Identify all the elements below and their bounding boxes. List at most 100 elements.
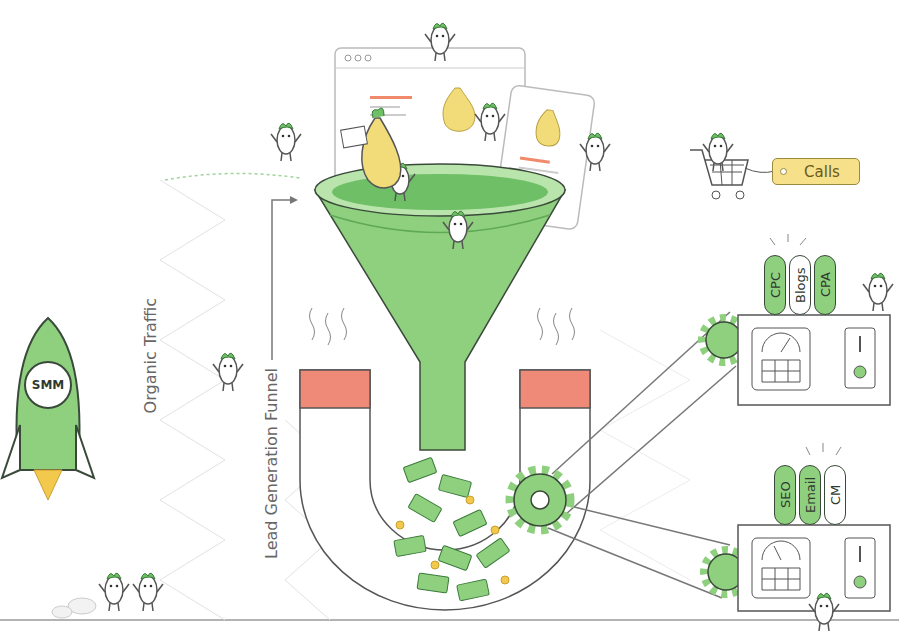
machine-gauge xyxy=(752,538,810,598)
gauge-needle xyxy=(774,546,781,560)
price-tag: Calls xyxy=(772,158,860,185)
tag-hole xyxy=(780,168,787,175)
channel-pill: CM xyxy=(824,465,846,525)
content-line xyxy=(370,96,412,99)
switch-off xyxy=(854,366,866,378)
gear-teeth xyxy=(510,470,570,530)
switch-on xyxy=(859,546,861,562)
tag-string xyxy=(745,168,775,172)
character xyxy=(863,273,893,311)
gauge-grid xyxy=(762,360,800,382)
character xyxy=(475,103,505,141)
node-text: SMM xyxy=(32,378,65,392)
bank-note xyxy=(453,509,487,536)
channel-pill: CPA xyxy=(814,255,836,315)
axis-label: Organic Traffic xyxy=(141,298,160,413)
cart-wheel xyxy=(736,191,744,199)
character xyxy=(213,353,243,391)
node-text: CM xyxy=(828,485,843,505)
ground-line xyxy=(0,619,899,621)
window-dot xyxy=(345,55,351,61)
grid-zigzag xyxy=(160,180,225,620)
machine-box xyxy=(738,315,890,405)
magnet-waves xyxy=(538,308,575,345)
pear-logo xyxy=(534,109,563,148)
bank-note xyxy=(394,536,426,557)
machine-switch xyxy=(845,328,875,388)
machine-gauge xyxy=(752,328,810,390)
money-pile xyxy=(394,457,510,601)
node-text: SEO xyxy=(778,482,793,509)
drive-belt xyxy=(566,505,730,545)
bank-note xyxy=(438,474,471,497)
gauge-grid xyxy=(762,568,800,590)
channel-pill: Email xyxy=(799,465,821,525)
character-hair xyxy=(372,108,384,118)
content-line xyxy=(370,106,400,108)
spark-lines xyxy=(770,234,806,245)
node-text: Blogs xyxy=(793,267,808,303)
gauge-needle xyxy=(781,338,790,352)
funnel-top xyxy=(315,164,565,216)
gauge-dial xyxy=(762,541,800,560)
funnel-mouth xyxy=(332,174,548,210)
switch-off xyxy=(854,576,866,588)
character xyxy=(443,211,473,249)
axis-label: Lead Generation Funnel xyxy=(262,368,281,559)
drive-belt xyxy=(548,528,722,598)
window-dot xyxy=(355,55,361,61)
bank-note xyxy=(476,538,510,568)
coin xyxy=(466,496,474,504)
rocket-window: SMM xyxy=(24,361,72,409)
character xyxy=(809,593,839,631)
cart-wheel xyxy=(712,191,720,199)
pear-character xyxy=(362,118,401,188)
rocket-fin xyxy=(2,425,20,478)
machine-switch xyxy=(845,538,875,598)
character xyxy=(133,573,163,611)
funnel-arrow xyxy=(272,200,290,360)
gear xyxy=(514,474,566,526)
magnet-waves xyxy=(310,308,347,345)
grid-zigzag xyxy=(600,330,690,580)
bank-note xyxy=(438,545,472,570)
node-text: CPA xyxy=(818,273,833,298)
coin xyxy=(396,521,404,529)
node-text: Email xyxy=(803,477,818,513)
rocket-body xyxy=(16,318,79,470)
channel-pill: Blogs xyxy=(789,255,811,315)
character xyxy=(703,133,733,171)
coin xyxy=(501,576,509,584)
funnel xyxy=(315,190,565,450)
magnet-pole xyxy=(520,370,590,408)
spark-lines xyxy=(806,443,841,455)
smoke-puff xyxy=(52,606,72,618)
channel-pill: SEO xyxy=(774,465,796,525)
gear xyxy=(706,322,742,358)
trajectory-line xyxy=(165,173,300,180)
switch-on xyxy=(859,336,861,352)
bank-note xyxy=(417,573,449,593)
bank-note xyxy=(457,579,490,601)
character xyxy=(99,573,129,611)
machine-box xyxy=(738,525,890,611)
character xyxy=(580,133,610,171)
gauge-dial xyxy=(762,333,800,352)
rocket-flame xyxy=(34,470,62,500)
bank-note xyxy=(408,494,442,523)
bank-note xyxy=(403,457,437,482)
sign-card xyxy=(341,126,368,148)
rocket-fin xyxy=(76,425,94,478)
channel-pill: CPC xyxy=(764,255,786,315)
gear-hub xyxy=(531,491,549,509)
window-dot xyxy=(365,55,371,61)
node-text: Calls xyxy=(804,163,840,181)
node-text: CPC xyxy=(768,272,783,298)
arrow-head xyxy=(290,196,298,204)
funnel-rim xyxy=(330,215,550,233)
pear-logo xyxy=(443,88,475,131)
